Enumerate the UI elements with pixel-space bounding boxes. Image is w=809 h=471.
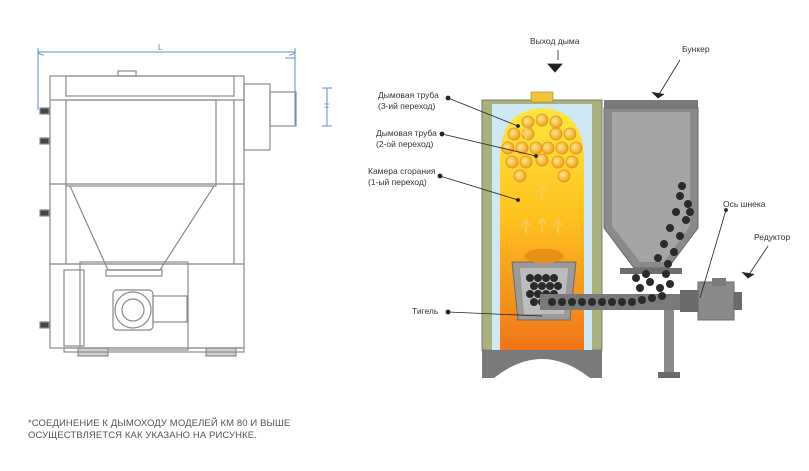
smoke-outlet-cap <box>530 91 554 103</box>
dimension-h-label: H <box>322 102 330 109</box>
footnote-line2: ОСУЩЕСТВЛЯЕТСЯ КАК УКАЗАНО НА РИСУНКЕ. <box>28 430 257 441</box>
boiler-shell <box>481 99 603 378</box>
label-gearbox: Редуктор <box>754 232 791 242</box>
auger-tube <box>540 270 684 378</box>
label-auger-axis: Ось шнека <box>723 199 766 209</box>
dimension-l-label: L <box>158 42 163 52</box>
leader-lines <box>437 50 769 317</box>
gearbox <box>680 278 742 321</box>
label-smoke-tube-2-line2: (2-ой переход) <box>376 139 434 149</box>
label-crucible: Тигель <box>412 306 439 316</box>
label-smoke-tube-2-line1: Дымовая труба <box>376 128 437 138</box>
side-view-drawing <box>37 48 332 357</box>
label-hopper: Бункер <box>682 44 710 54</box>
hopper <box>603 100 699 274</box>
heat-arrows <box>521 126 563 234</box>
label-combustion-line1: Камера сгорания <box>368 166 436 176</box>
label-smoke-tube-3-line2: (3-ий переход) <box>378 101 436 111</box>
dimension-h <box>322 87 332 127</box>
label-smoke-tube-3-line1: Дымовая труба <box>378 90 439 100</box>
label-smoke-outlet: Выход дыма <box>530 36 580 46</box>
dimension-l <box>37 48 296 125</box>
footnote: *СОЕДИНЕНИЕ К ДЫМОХОДУ МОДЕЛЕЙ КМ 80 И В… <box>28 418 358 442</box>
label-combustion-line2: (1-ый переход) <box>368 177 427 187</box>
footnote-line1: *СОЕДИНЕНИЕ К ДЫМОХОДУ МОДЕЛЕЙ КМ 80 И В… <box>28 418 291 429</box>
